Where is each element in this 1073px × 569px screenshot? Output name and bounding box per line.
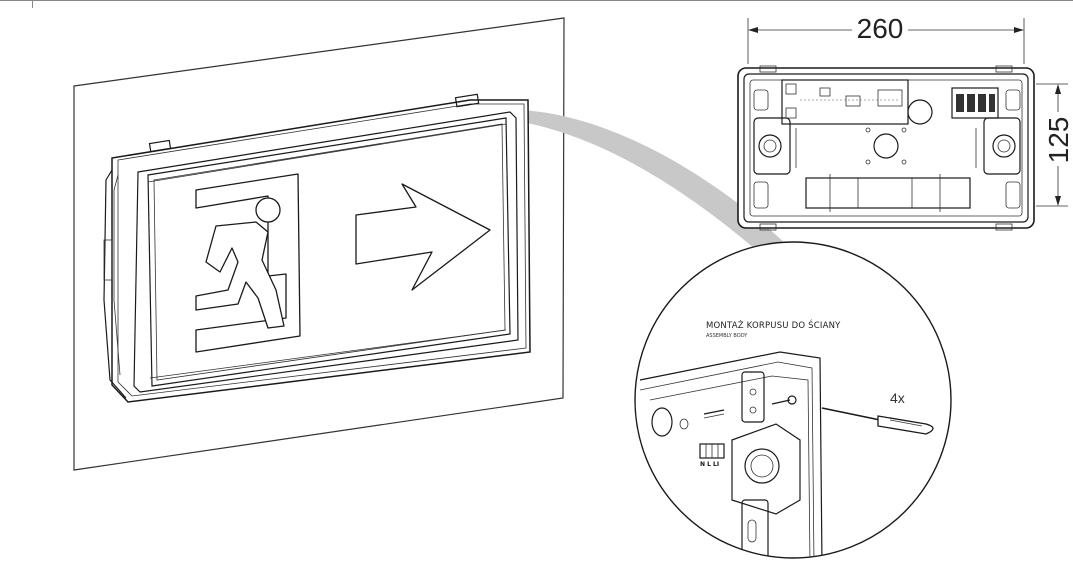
running-man-icon — [195, 173, 301, 353]
width-label: 260 — [857, 13, 904, 44]
rear-housing-view — [737, 65, 1035, 231]
terminal-labels: N L LI — [700, 461, 719, 468]
direction-arrow-icon — [355, 183, 491, 291]
detail-callout: N L LI MONTAŻ KORPUSU DO ŚCIANY ASSEMBLY… — [634, 241, 952, 559]
detail-title: MONTAŻ KORPUSU DO ŚCIANY — [706, 319, 841, 331]
exit-sign-fixture — [103, 93, 531, 403]
screw-quantity: 4x — [890, 390, 905, 406]
detail-subtitle: ASSEMBLY BODY — [706, 333, 748, 339]
dimension-width: 260 — [747, 13, 1025, 64]
dimension-height: 125 — [1036, 83, 1073, 207]
height-label: 125 — [1043, 117, 1073, 164]
